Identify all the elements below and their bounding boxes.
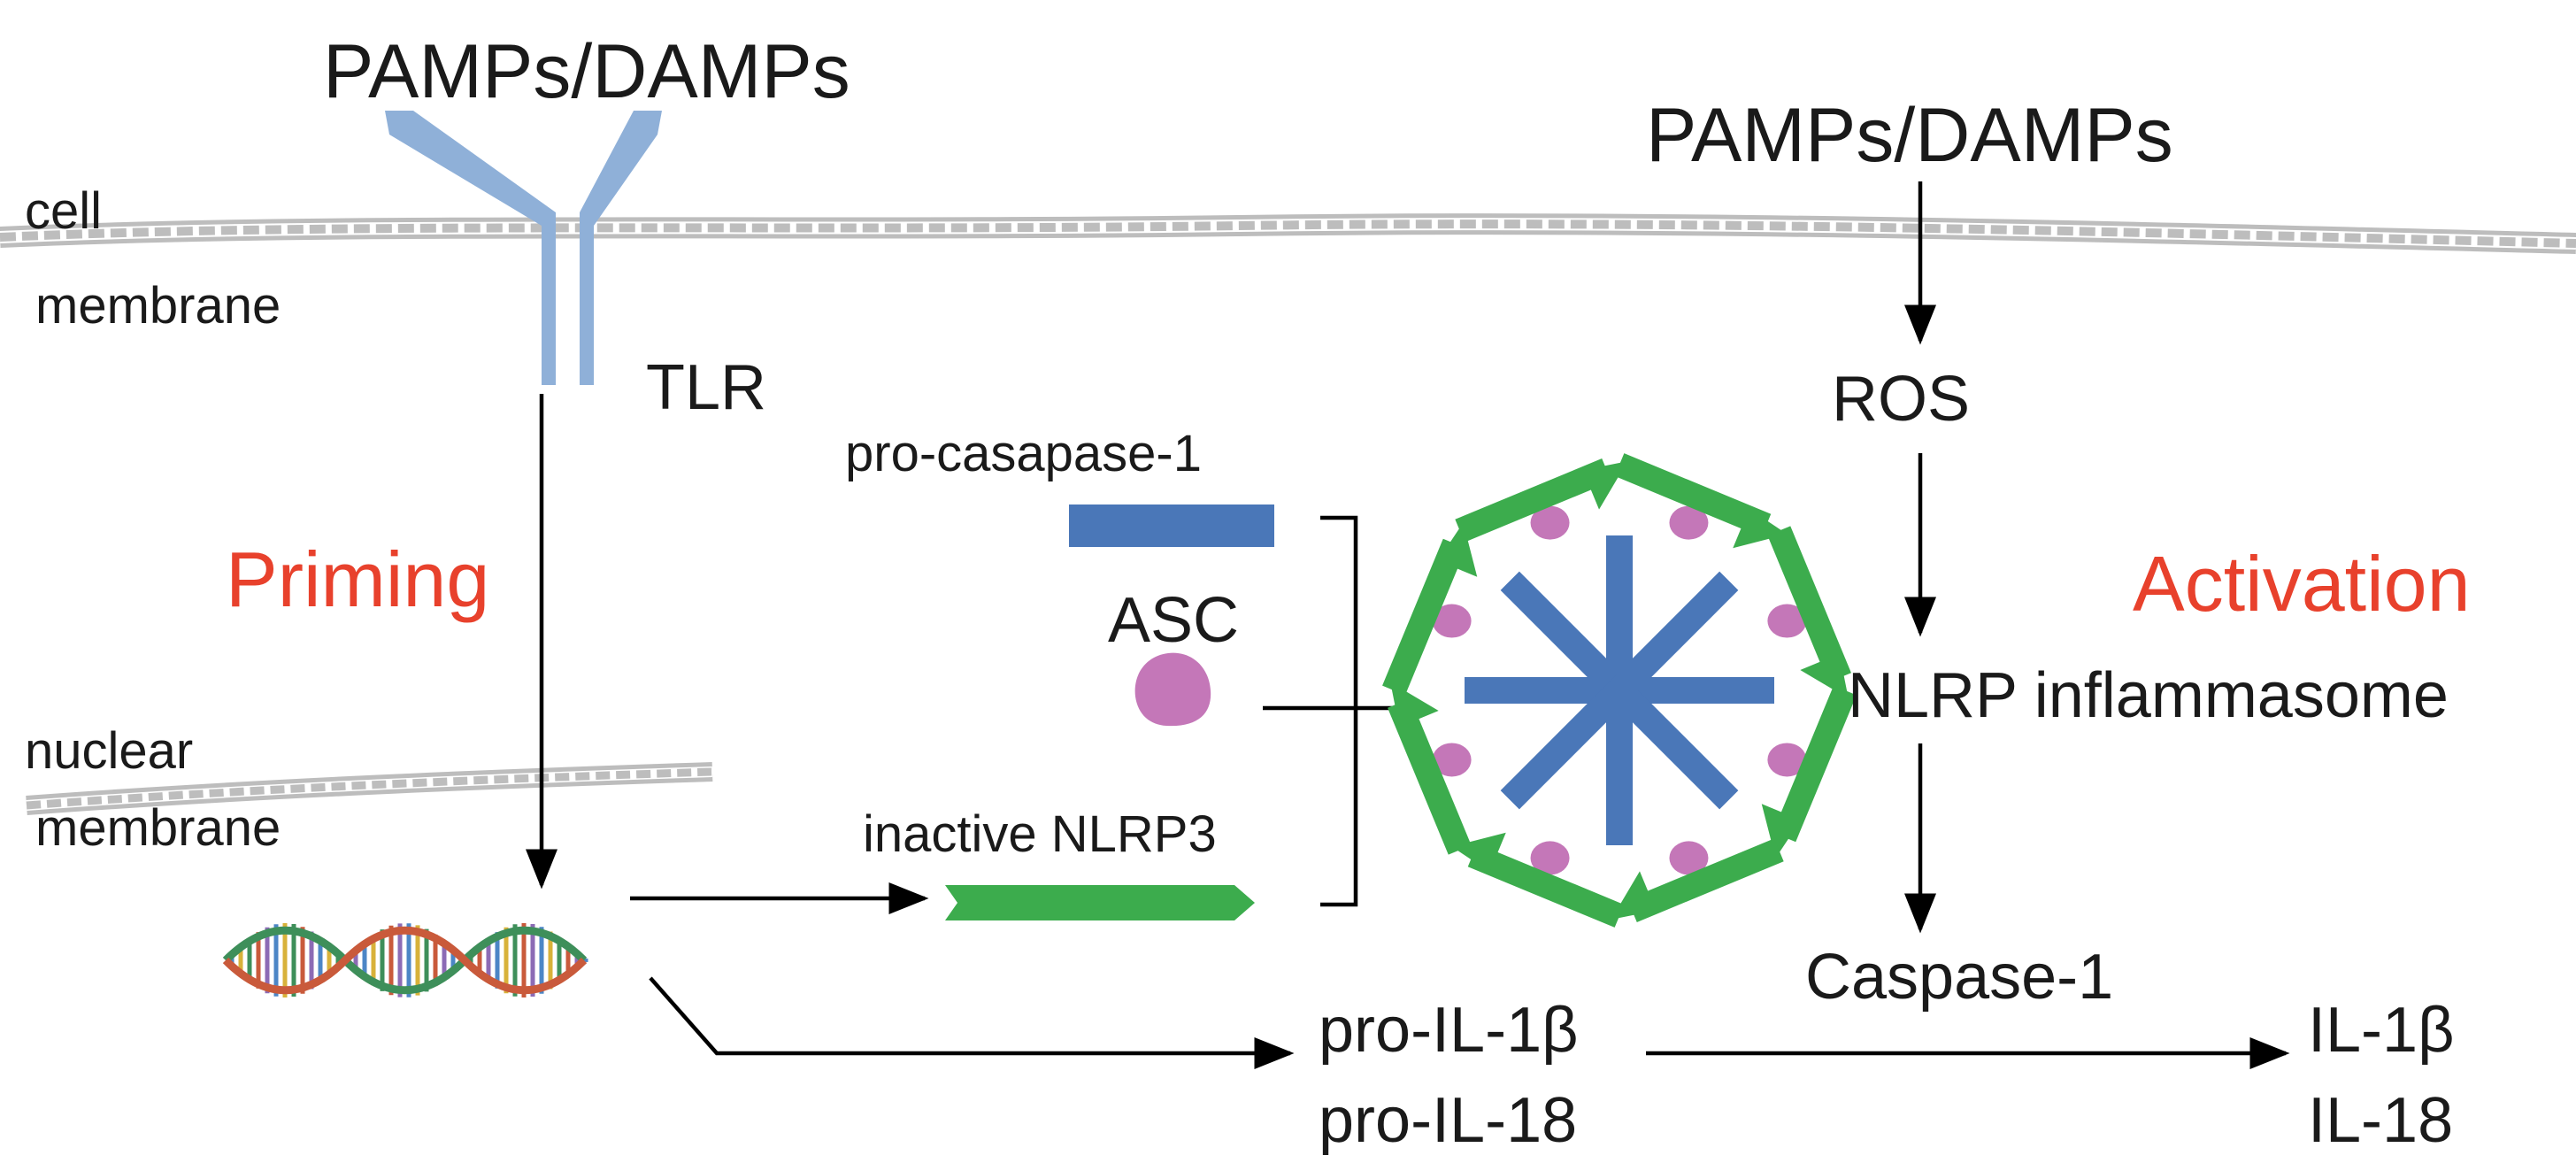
inflammasome-asc	[1530, 841, 1570, 875]
inflammasome-nlrp3-segment	[1614, 453, 1772, 537]
caspase-1-label: Caspase-1	[1805, 942, 2113, 1013]
inflammasome-nlrp3-tip	[1733, 508, 1788, 549]
inflammasome-nlrp3-segment	[1772, 685, 1857, 843]
pro-il-1b-label: pro-IL-1β	[1319, 995, 1579, 1066]
inflammasome-complex-icon	[1382, 453, 1857, 928]
inflammasome-nlrp3-segment	[1455, 458, 1611, 543]
inflammasome-asc	[1432, 743, 1472, 777]
cell-membrane-label-line2: membrane	[35, 277, 281, 335]
pamps-right-label: PAMPs/DAMPs	[1646, 93, 2173, 178]
inflammasome-nlrp3-tip	[1437, 522, 1478, 577]
ros-label: ROS	[1832, 364, 1970, 435]
pro-caspase-1-bar	[1069, 504, 1274, 547]
pro-caspase-label: pro-casapase-1	[845, 425, 1202, 482]
arrow-dna-to-pro-il	[649, 976, 1295, 1069]
inflammasome-nlrp3-tip	[1451, 832, 1506, 873]
arrows	[526, 181, 2290, 1069]
inflammasome-nlrp3-segment	[1767, 526, 1851, 682]
inflammasome-nlrp3-segment	[1467, 843, 1625, 928]
pamps-left-label: PAMPs/DAMPs	[323, 29, 850, 114]
nlrp-inflammasome-label: NLRP inflammasome	[1848, 660, 2449, 731]
cell-membrane	[0, 213, 2576, 254]
inflammasome-asc	[1767, 743, 1807, 777]
inactive-nlrp3-bar	[945, 885, 1255, 920]
il-1b-label: IL-1β	[2308, 995, 2454, 1066]
tlr-label: TLR	[646, 352, 766, 423]
inflammasome-asc	[1530, 505, 1570, 540]
inflammasome-nlrp3-segment	[1627, 838, 1784, 922]
inflammasome-asc	[1432, 604, 1472, 638]
inflammasome-asc	[1669, 505, 1709, 540]
pro-il-18-label: pro-IL-18	[1319, 1085, 1577, 1156]
nuclear-membrane-label-line1: nuclear	[25, 722, 193, 780]
asc-label: ASC	[1108, 585, 1239, 656]
inflammasome-spoke	[1500, 571, 1739, 810]
inflammasome-nlrp3-tip	[1761, 804, 1802, 859]
dna-helix-icon	[222, 923, 588, 997]
tlr-receptor-icon	[385, 111, 662, 385]
il-18-label: IL-18	[2308, 1085, 2453, 1156]
inflammasome-nlrp3-segment	[1382, 538, 1466, 696]
inflammasome-nlrp3-tip	[1582, 461, 1628, 510]
nuclear-membrane	[26, 762, 713, 815]
nuclear-membrane-label-line2: membrane	[35, 799, 281, 857]
cell-membrane-label-line1: cell	[25, 182, 102, 240]
activation-label: Activation	[2133, 540, 2471, 628]
asc-blob-icon	[1134, 652, 1211, 727]
inflammasome-asc	[1767, 604, 1807, 638]
inflammasome-nlrp3-segment	[1388, 698, 1472, 855]
priming-label: Priming	[226, 535, 489, 623]
inflammasome-asc	[1669, 841, 1709, 875]
inactive-nlrp3-label: inactive NLRP3	[863, 805, 1217, 863]
